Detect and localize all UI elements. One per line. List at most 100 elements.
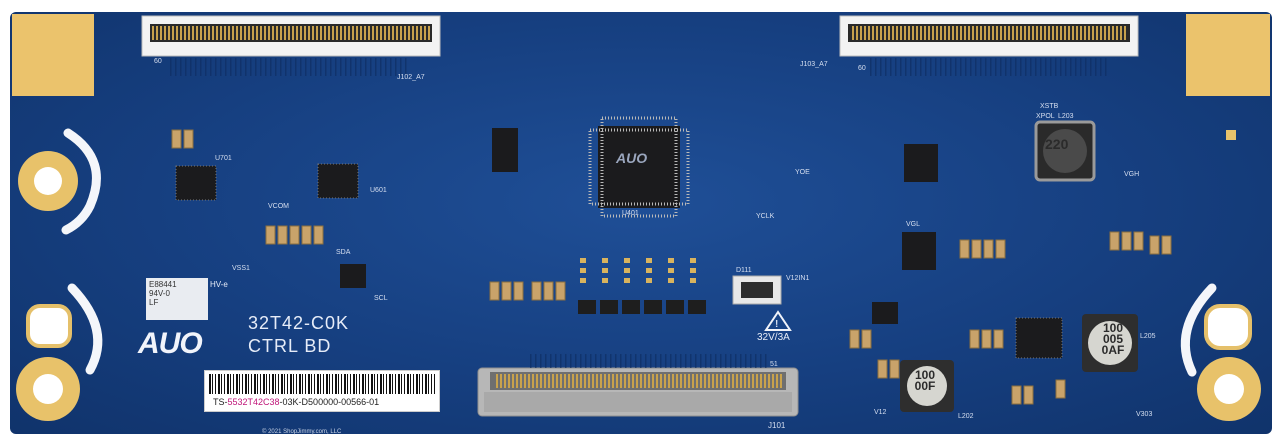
svg-text:U601: U601 <box>370 187 387 194</box>
svg-text:SDA: SDA <box>336 249 351 256</box>
capacitor <box>289 225 300 245</box>
capacitor <box>981 329 992 349</box>
svg-text:VGL: VGL <box>906 221 920 228</box>
resistor-pad <box>668 258 674 263</box>
capacitor <box>983 239 994 259</box>
svg-text:J102_A7: J102_A7 <box>397 74 425 81</box>
auo-logo: AUO <box>138 327 203 360</box>
resistor-pad <box>624 268 630 273</box>
resistor-pad <box>668 278 674 283</box>
arc-right-bottom <box>1180 283 1217 377</box>
resistor-network <box>688 300 706 314</box>
svg-text:L205: L205 <box>1140 333 1156 340</box>
chip-logo: AUO <box>616 150 648 166</box>
inductor-l202-marking: 100 00F <box>914 368 936 393</box>
svg-text:XPOL: XPOL <box>1036 113 1055 120</box>
slot-right <box>1204 304 1252 350</box>
mount-hole-left-top <box>18 151 78 211</box>
svg-text:J101: J101 <box>768 421 786 430</box>
svg-text:51: 51 <box>770 361 778 368</box>
svg-text:SCL: SCL <box>374 295 388 302</box>
svg-text:J103_A7: J103_A7 <box>800 61 828 68</box>
capacitor <box>1011 385 1022 405</box>
svg-text:60: 60 <box>858 65 866 72</box>
connector-j102 <box>141 15 441 57</box>
arc-left-bottom <box>67 283 103 375</box>
board-name: CTRL BD <box>248 336 332 356</box>
capacitor <box>313 225 324 245</box>
svg-text:VGH: VGH <box>1124 171 1139 178</box>
svg-text:V303: V303 <box>1136 411 1152 418</box>
capacitor <box>265 225 276 245</box>
capacitor <box>877 359 888 379</box>
resistor-pad <box>580 278 586 283</box>
svg-text:60: 60 <box>154 58 162 65</box>
svg-text:L202: L202 <box>958 413 974 420</box>
resistor-network <box>644 300 662 314</box>
capacitor <box>1133 231 1144 251</box>
resistor-pad <box>668 268 674 273</box>
capacitor <box>489 281 500 301</box>
ic-q202 <box>872 302 898 324</box>
ic-u401 <box>588 116 690 218</box>
inductor-l202 <box>900 360 954 412</box>
ic-u402 <box>492 128 518 172</box>
capacitor <box>301 225 312 245</box>
resistor-network <box>666 300 684 314</box>
capacitor <box>171 129 182 149</box>
capacitor <box>183 129 194 149</box>
ul-mark: E88441 <box>149 280 177 289</box>
capacitor <box>849 329 860 349</box>
ul-rating: 94V-0 <box>149 289 170 298</box>
capacitor <box>1109 231 1120 251</box>
ic-u201 <box>1015 317 1063 359</box>
resistor-pad <box>690 278 696 283</box>
resistor-pad <box>602 278 608 283</box>
ic-u109 <box>340 264 366 288</box>
resistor-pad <box>624 278 630 283</box>
resistor-pad <box>690 258 696 263</box>
svg-text:U701: U701 <box>215 155 232 162</box>
capacitor <box>959 239 970 259</box>
svg-text:U401: U401 <box>622 210 639 217</box>
capacitor <box>889 359 900 379</box>
mount-hole-left-bottom <box>16 357 80 421</box>
resistor-network <box>622 300 640 314</box>
capacitor <box>513 281 524 301</box>
svg-text:!: ! <box>775 319 778 330</box>
inductor-l203-marking: 220 <box>1045 136 1069 152</box>
capacitor <box>1023 385 1034 405</box>
inductor-l205 <box>1082 314 1138 372</box>
svg-text:YOE: YOE <box>795 169 810 176</box>
ic-u601 <box>317 163 359 199</box>
barcode-sticker: TS-5532T42C38-03K-D500000-00566-01 <box>204 370 440 412</box>
warning-triangle <box>764 310 792 331</box>
capacitor <box>993 329 1004 349</box>
capacitor <box>531 281 542 301</box>
capacitor <box>501 281 512 301</box>
svg-text:VSS1: VSS1 <box>232 265 250 272</box>
ul-label: E88441 94V-0 LF <box>146 278 208 320</box>
resistor-network <box>600 300 618 314</box>
capacitor-clusters <box>171 129 1172 405</box>
resistor-pad <box>602 268 608 273</box>
capacitor <box>1055 379 1066 399</box>
connector-j103 <box>839 15 1139 57</box>
gold-pad-top-left <box>12 14 94 96</box>
connector-j101 <box>477 367 799 417</box>
barcode <box>209 374 435 394</box>
inductor-l203 <box>1034 120 1096 182</box>
capacitor <box>1121 231 1132 251</box>
ic-u701 <box>175 165 217 201</box>
ic-q207 <box>904 144 938 182</box>
resistor-pad <box>580 258 586 263</box>
warning-rating: 32V/3A <box>757 332 790 343</box>
gold-pad-top-right <box>1186 14 1270 96</box>
svg-text:L203: L203 <box>1058 113 1074 120</box>
svg-text:V12IN1: V12IN1 <box>786 275 809 282</box>
capacitor <box>1161 235 1172 255</box>
capacitor <box>995 239 1006 259</box>
capacitor <box>1149 235 1160 255</box>
capacitor <box>543 281 554 301</box>
